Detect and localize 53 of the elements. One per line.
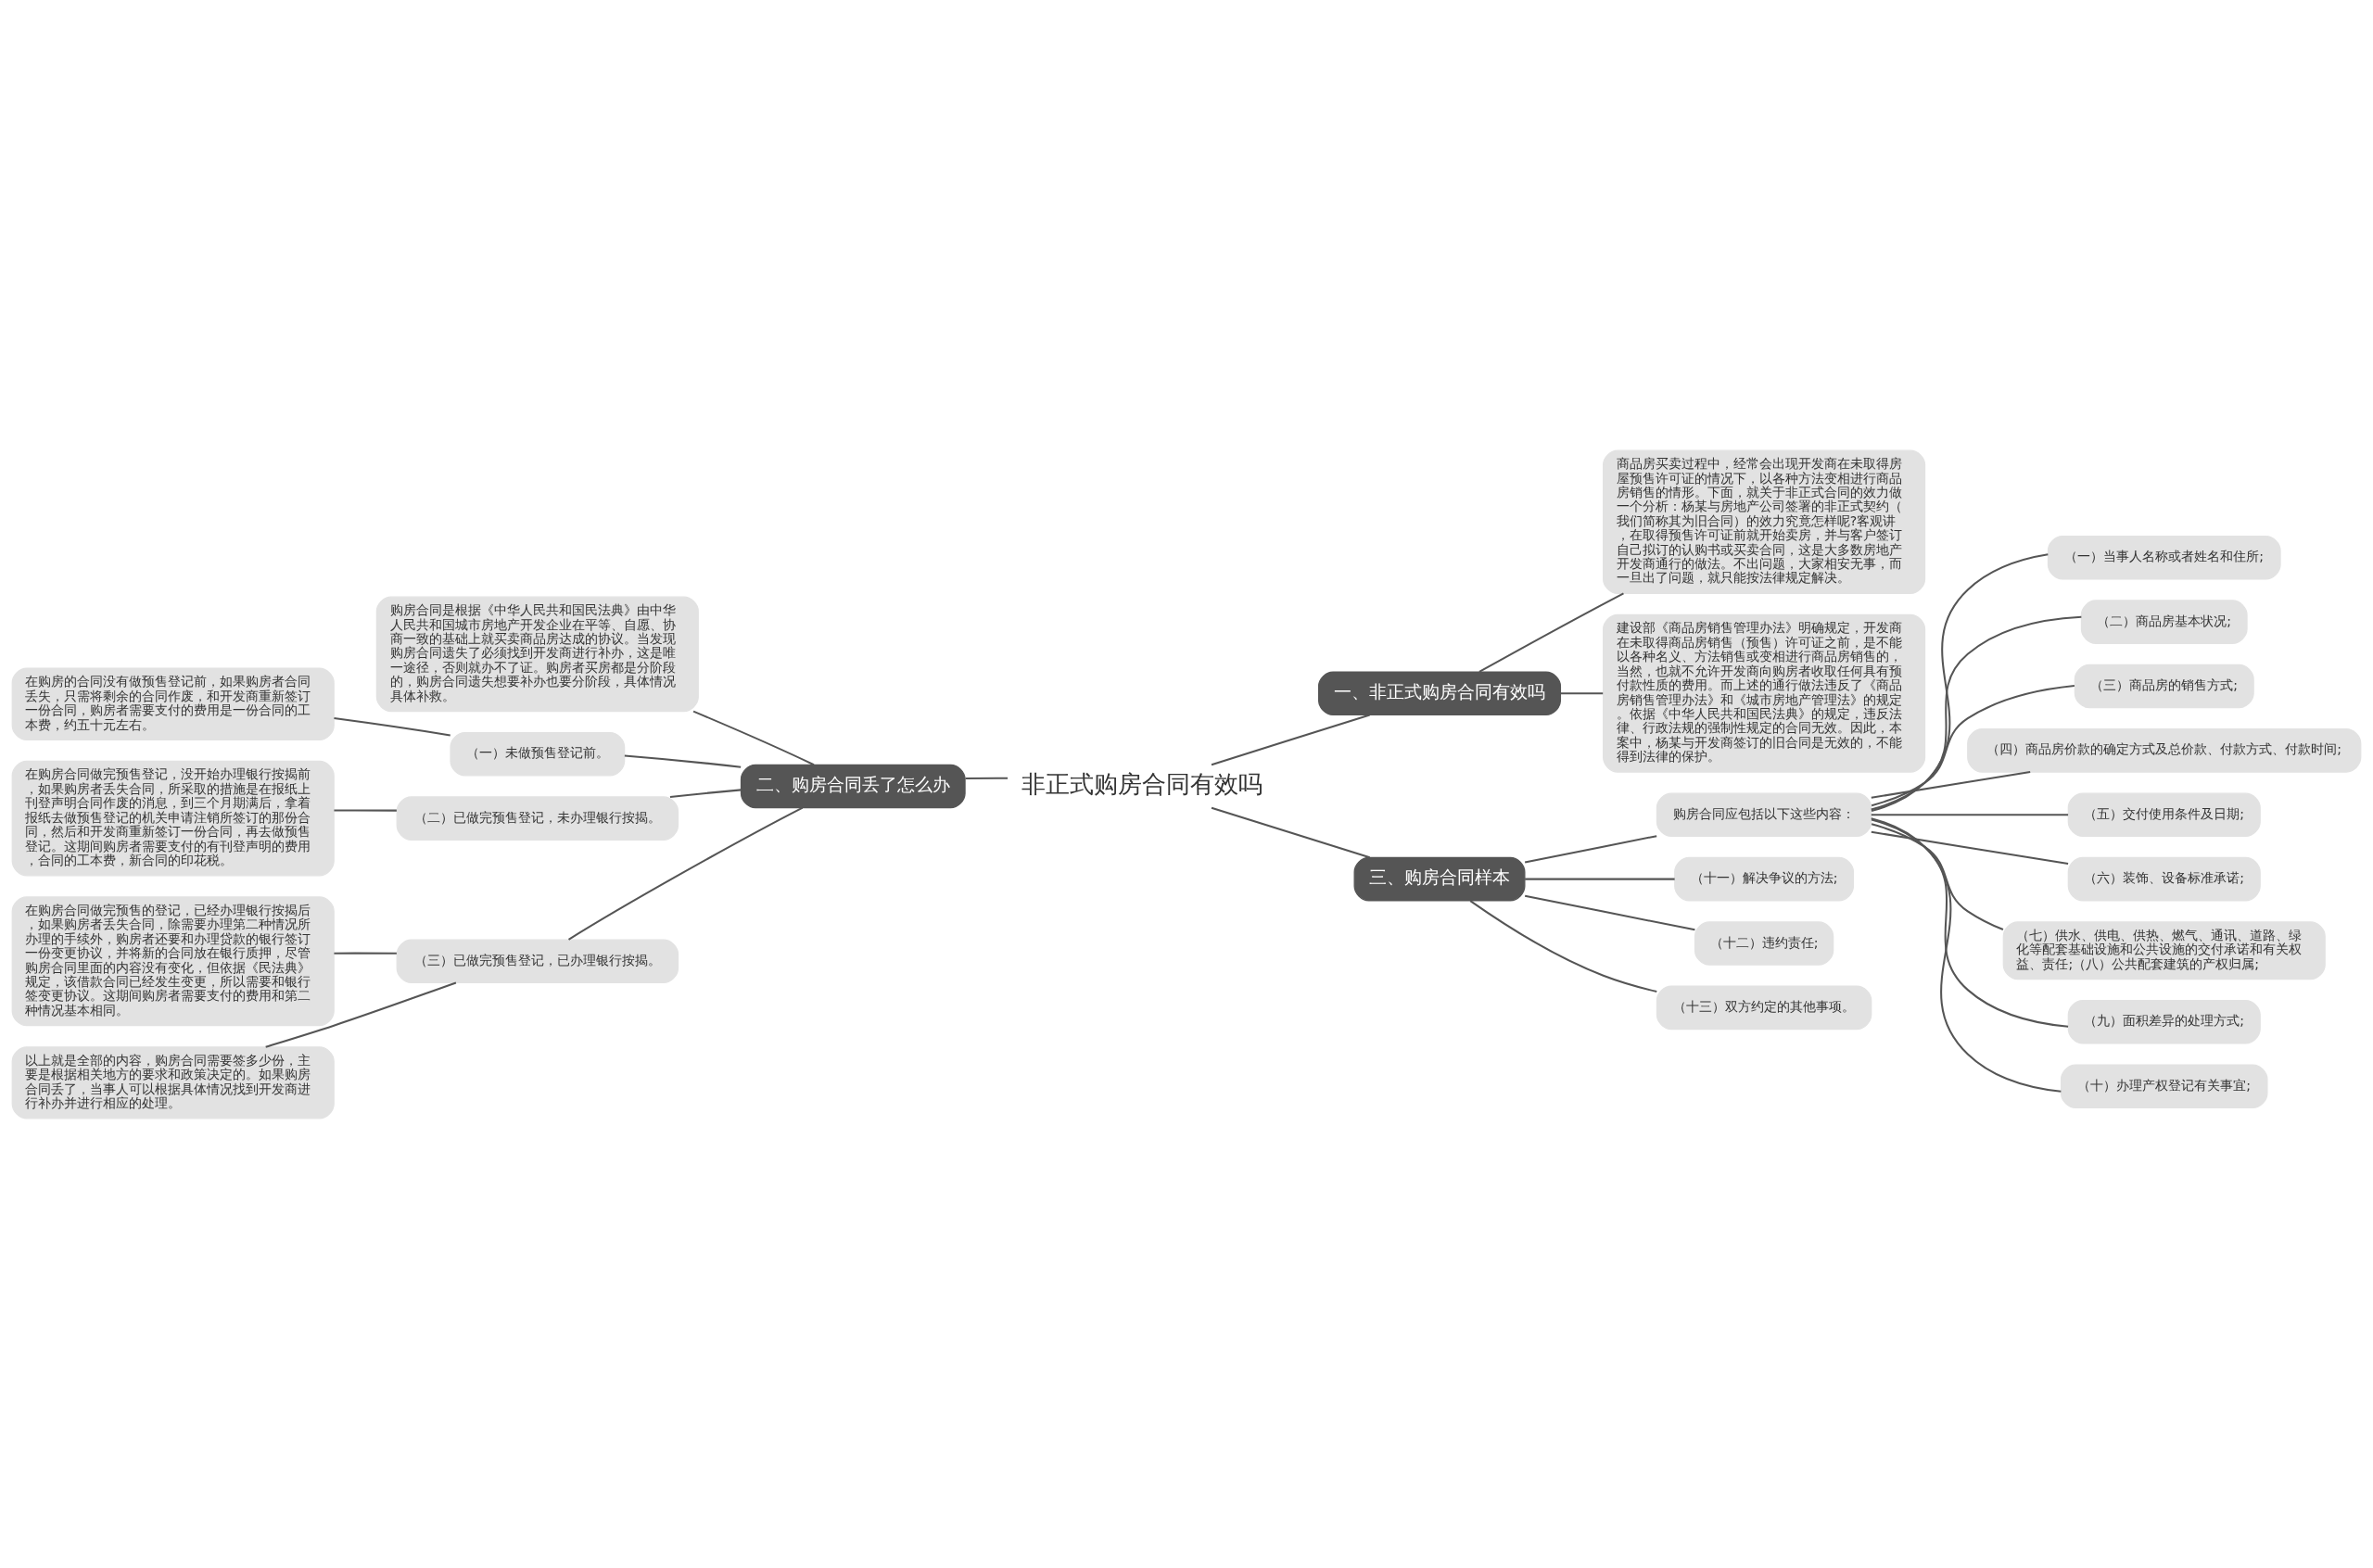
node-box: （六）装饰、设备标准承诺;	[2067, 856, 2261, 901]
connector	[1871, 615, 2082, 811]
node-box: 购房合同是根据《中华人民共和国民法典》由中华人民共和国城市房地产开发企业在平等、自愿、协商一致的基础上就买卖商品房达成的协议。当发现购房合同遗失了必须找到开发商进行补办，这是唯一途径，否则就办不了证。购房者买房都是分阶段的，购房合同遗失想要补办也要分阶段，具体情况具体补救。	[375, 596, 699, 712]
connector	[1871, 816, 2062, 1093]
node-box: 二、购房合同丢了怎么办	[740, 764, 966, 808]
connector	[1871, 770, 2031, 799]
node-box: 三、购房合同样本	[1353, 856, 1526, 901]
node-box: 购房合同应包括以下这些内容：	[1656, 792, 1872, 837]
connector	[1871, 818, 2069, 1028]
node-box: 商品房买卖过程中，经常会出现开发商在未取得房屋预售许可证的情况下，以各种方法变相进行商品房销售的情形。下面，就关于非正式合同的效力做一个分析：杨某与房地产公司签署的非正式契约（我们简称其为旧合同）的效力究竟怎样呢?客观讲，在取得预售许可证前就开始卖房，并与客户签订自己拟订的认购书或买卖合同，这是大多数房地产开发商通行的做法。不出问题，大家相安无事，而一旦出了问题，就只能按法律规定解决。	[1603, 449, 1926, 594]
connector	[624, 753, 742, 768]
node-box: （五）交付使用条件及日期;	[2067, 792, 2261, 837]
node-box: （二）已做完预售登记，未办理银行按揭。	[396, 795, 679, 841]
connector	[1525, 878, 1675, 880]
node-box: 建设部《商品房销售管理办法》明确规定，开发商在未取得商品房销售（预售）许可证之前，是不能以各种名义、方法销售或变相进行商品房销售的，当然，也就不允许开发商向购房者收取任何具有预付款性质的费用。而上述的通行做法违反了《商品房销售管理办法》和《城市房地产管理法》的规定。依据《中华人民共和国民法典》的规定，违反法律、行政法规的强制性规定的合同无效。因此，本案中，杨某与开发商签订的旧合同是无效的，不能得到法律的保护。	[1603, 613, 1926, 773]
node-box: 在购房合同做完预售的登记，已经办理银行按揭后，如果购房者丢失合同，除需要办理第二种情况所办理的手续外，购房者还要和办理贷款的银行签订一份变更协议，并将新的合同放在银行质押，尽管购房合同里面的内容没有变化，但依据《民法典》规定，该借款合同已经发生变更，所以需要和银行签变更协议。这期间购房者需要支付的费用和第二种情况基本相同。	[11, 895, 335, 1026]
connector	[965, 777, 1008, 779]
connector	[334, 716, 450, 736]
connector	[1871, 684, 2075, 806]
connector	[1478, 591, 1624, 673]
connector	[1871, 813, 2069, 816]
node-box: （二）商品房基本状况;	[2080, 599, 2248, 644]
connector	[1871, 552, 2049, 812]
connector	[1469, 899, 1657, 993]
node-box: （十二）违约责任;	[1694, 920, 1834, 966]
node-box: 在购房合同做完预售登记，没开始办理银行按揭前，如果购房者丢失合同，所采取的措施是在报纸上刊登声明合同作废的消息，到三个月期满后，拿着报纸去做预售登记的机关申请注销所签订的那份合同，然后和开发商重新签订一份合同，再去做预售登记。这期间购房者需要支付的有刊登声明的费用，合同的工本费，新合同的印花税。	[11, 760, 335, 876]
node-box: 以上就是全部的内容，购房合同需要签多少份，主要是根据相关地方的要求和政策决定的。如果购房合同丢了，当事人可以根据具体情况找到开发商进行补办并进行相应的处理。	[11, 1045, 335, 1119]
connector	[1560, 691, 1604, 694]
node-box: （三）商品房的销售方式;	[2074, 664, 2254, 708]
connector	[265, 981, 457, 1048]
node-box: （一）未做预售登记前。	[450, 731, 626, 776]
node-box: （七）供水、供电、供热、燃气、通讯、道路、绿化等配套基础设施和公共设施的交付承诺和有关权益、责任;（八）公共配套建筑的产权归属;	[2002, 920, 2326, 980]
connector	[334, 952, 397, 955]
node-text: 非正式购房合同有效吗	[1021, 769, 1263, 798]
node-box: 在购房的合同没有做预售登记前，如果购房者合同丢失，只需将剩余的合同作废，和开发商重新签订一份合同，购房者需要支付的费用是一份合同的工本费，约五十元左右。	[11, 667, 335, 740]
node-box: （一）当事人名称或者姓名和住所;	[2047, 535, 2281, 580]
connector	[1871, 822, 2004, 930]
node-box: （三）已做完预售登记，已办理银行按揭。	[396, 939, 679, 983]
connector	[692, 710, 815, 765]
connector	[1211, 806, 1370, 858]
node-box: （十三）双方约定的其他事项。	[1656, 985, 1872, 1030]
connector	[1524, 834, 1657, 863]
node-box: （十一）解决争议的方法;	[1674, 856, 1855, 901]
node-box: （九）面积差异的处理方式;	[2067, 999, 2261, 1044]
connector	[1211, 714, 1370, 765]
connector	[567, 806, 804, 941]
node-box: （四）商品房价款的确定方式及总价款、付款方式、付款时间;	[1967, 727, 2362, 773]
node-box: （十）办理产权登记有关事宜;	[2061, 1063, 2268, 1108]
connector	[669, 788, 742, 798]
connector	[1871, 830, 2069, 865]
connector	[334, 808, 397, 812]
node-box: 一、非正式购房合同有效吗	[1317, 670, 1562, 715]
connector	[1524, 894, 1695, 930]
